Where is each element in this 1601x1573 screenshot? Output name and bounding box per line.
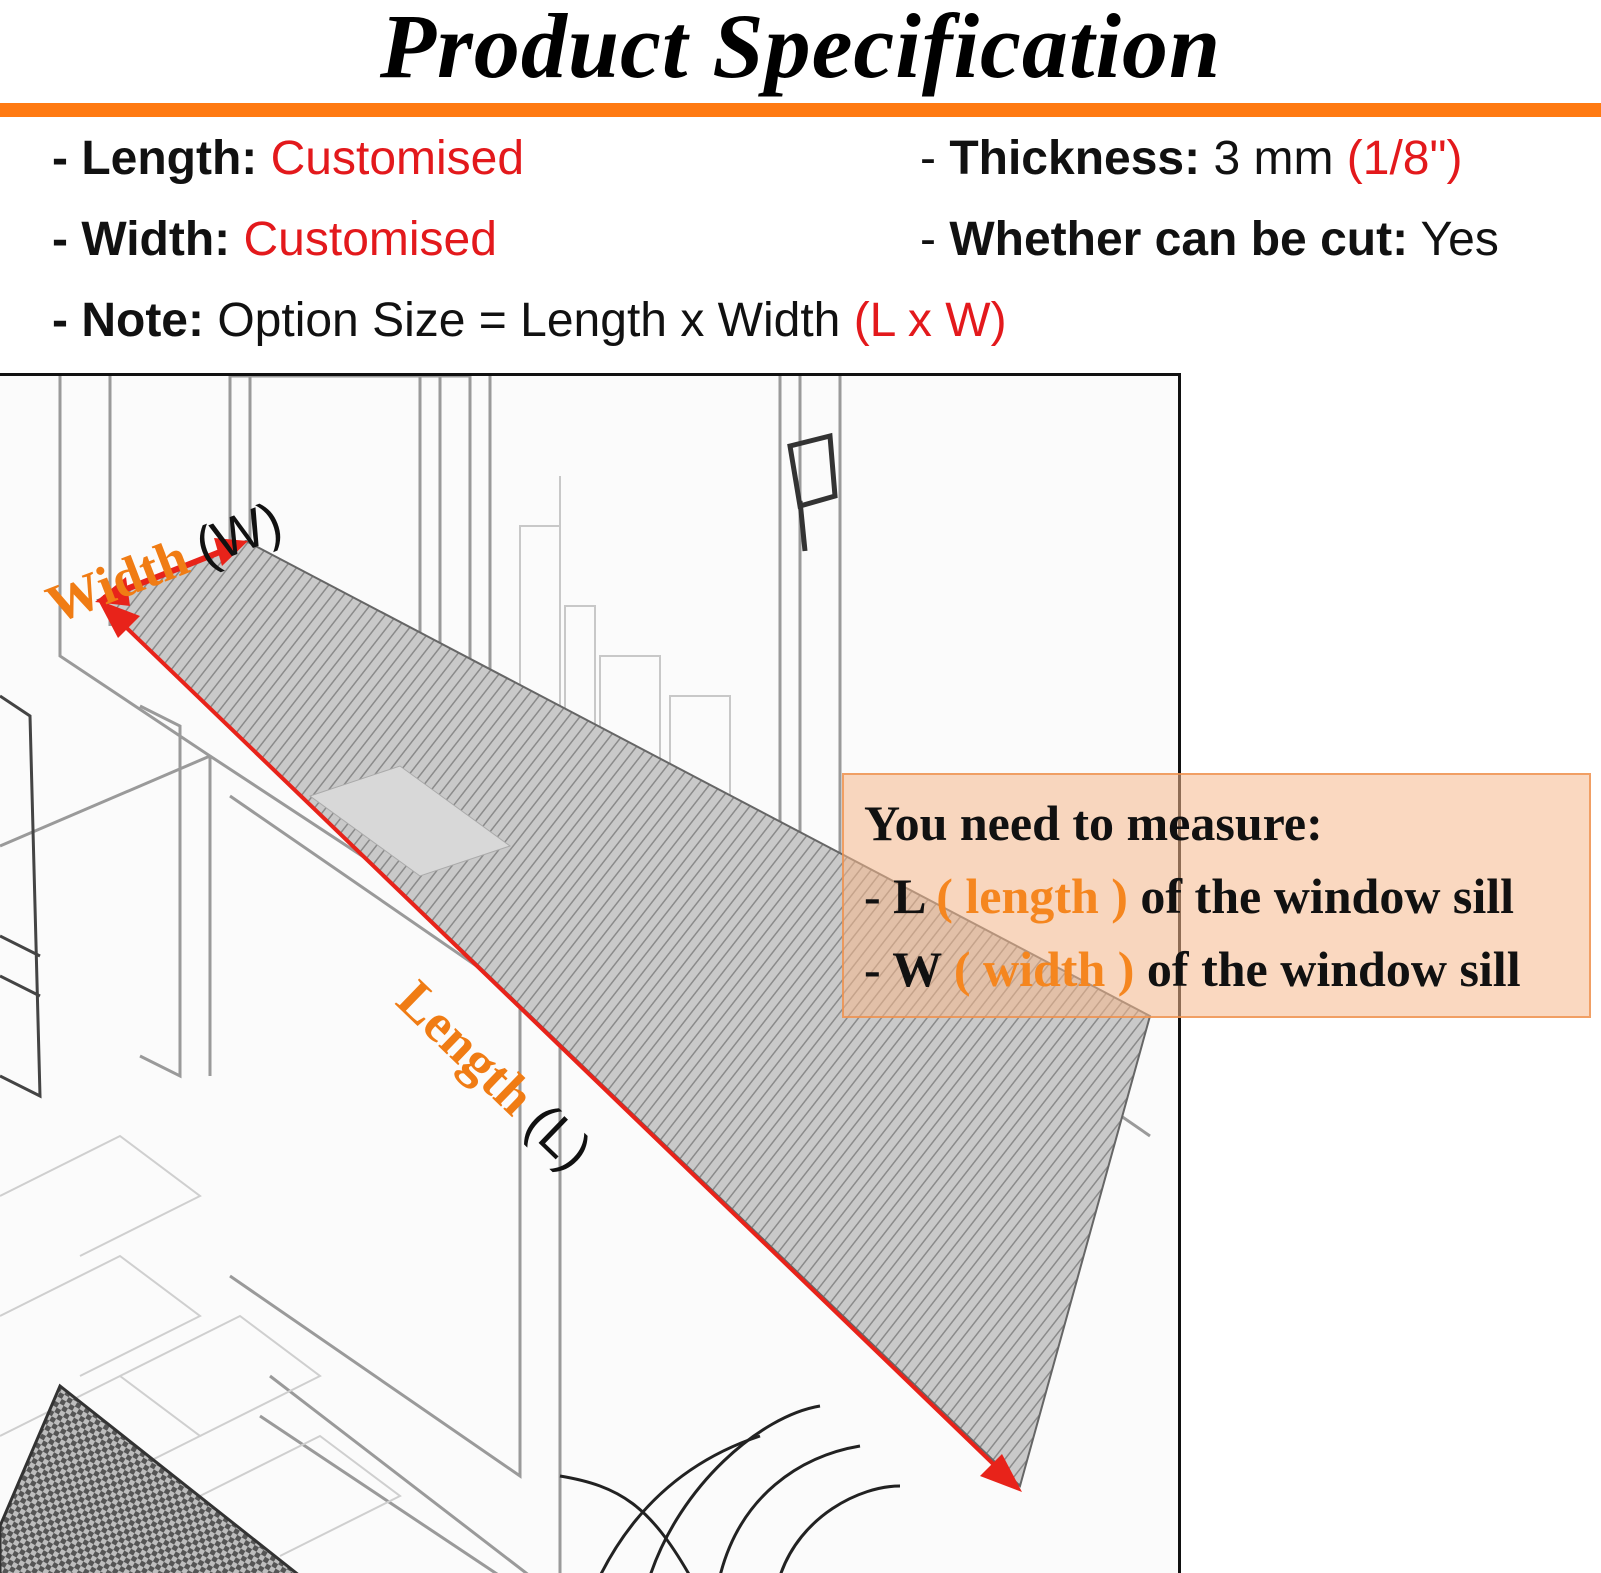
spec-length-dash: - xyxy=(52,132,82,185)
spec-width-value: Customised xyxy=(243,213,497,266)
length-arrowhead-top xyxy=(98,600,140,638)
measure-length-suffix: of the window sill xyxy=(1127,868,1515,924)
measure-width-line: - W ( width ) of the window sill xyxy=(864,933,1589,1006)
spec-note-value: Option Size = Length x Width xyxy=(217,294,841,347)
measure-length-line: - L ( length ) of the window sill xyxy=(864,860,1589,933)
spec-width: - Width: Customised xyxy=(52,212,497,268)
measure-width-term: ( width ) xyxy=(953,941,1135,997)
window-handle xyxy=(787,432,838,552)
spec-length: - Length: Customised xyxy=(52,131,524,187)
measure-width-prefix: - W xyxy=(864,941,954,997)
sketch-drawing xyxy=(0,376,1152,1573)
spec-cut-value: Yes xyxy=(1420,213,1499,266)
spec-note-extra: (L x W) xyxy=(853,294,1007,347)
orange-divider xyxy=(0,103,1601,117)
plant-leaves xyxy=(559,1404,901,1573)
side-shelf xyxy=(0,694,42,1099)
width-arrowhead-left xyxy=(95,577,130,606)
spec-cut: - Whether can be cut: Yes xyxy=(920,212,1499,268)
spec-note-label: Note: xyxy=(81,294,204,347)
measure-length-term: ( length ) xyxy=(936,868,1128,924)
spec-thickness-dash: - xyxy=(920,132,950,185)
measure-width-suffix: of the window sill xyxy=(1134,941,1521,997)
spec-length-value: Customised xyxy=(270,132,525,185)
lower-cabinet xyxy=(139,704,562,1573)
spec-width-dash: - xyxy=(52,213,82,266)
woven-basket xyxy=(0,1383,299,1573)
spec-cut-label: Whether can be cut: xyxy=(949,213,1409,266)
measure-instructions: You need to measure: - L ( length ) of t… xyxy=(842,773,1591,1018)
spec-note: - Note: Option Size = Length x Width (L … xyxy=(52,293,1007,349)
spec-thickness-value: 3 mm xyxy=(1213,132,1334,185)
measure-length-prefix: - L xyxy=(864,868,937,924)
length-arrowhead-bottom xyxy=(980,1454,1022,1492)
spec-note-dash: - xyxy=(52,294,82,347)
spec-cut-dash: - xyxy=(920,213,950,266)
spec-width-label: Width: xyxy=(81,213,231,266)
spec-length-label: Length: xyxy=(81,132,258,185)
measure-heading: You need to measure: xyxy=(864,795,1323,851)
sill-mat-patch xyxy=(308,765,512,877)
spec-thickness: - Thickness: 3 mm (1/8") xyxy=(920,131,1463,187)
length-arrow xyxy=(104,606,1016,1486)
page-title: Product Specification xyxy=(379,0,1222,97)
spec-thickness-extra: (1/8") xyxy=(1346,132,1463,185)
spec-thickness-label: Thickness: xyxy=(949,132,1201,185)
width-arrowhead-right xyxy=(214,538,248,566)
